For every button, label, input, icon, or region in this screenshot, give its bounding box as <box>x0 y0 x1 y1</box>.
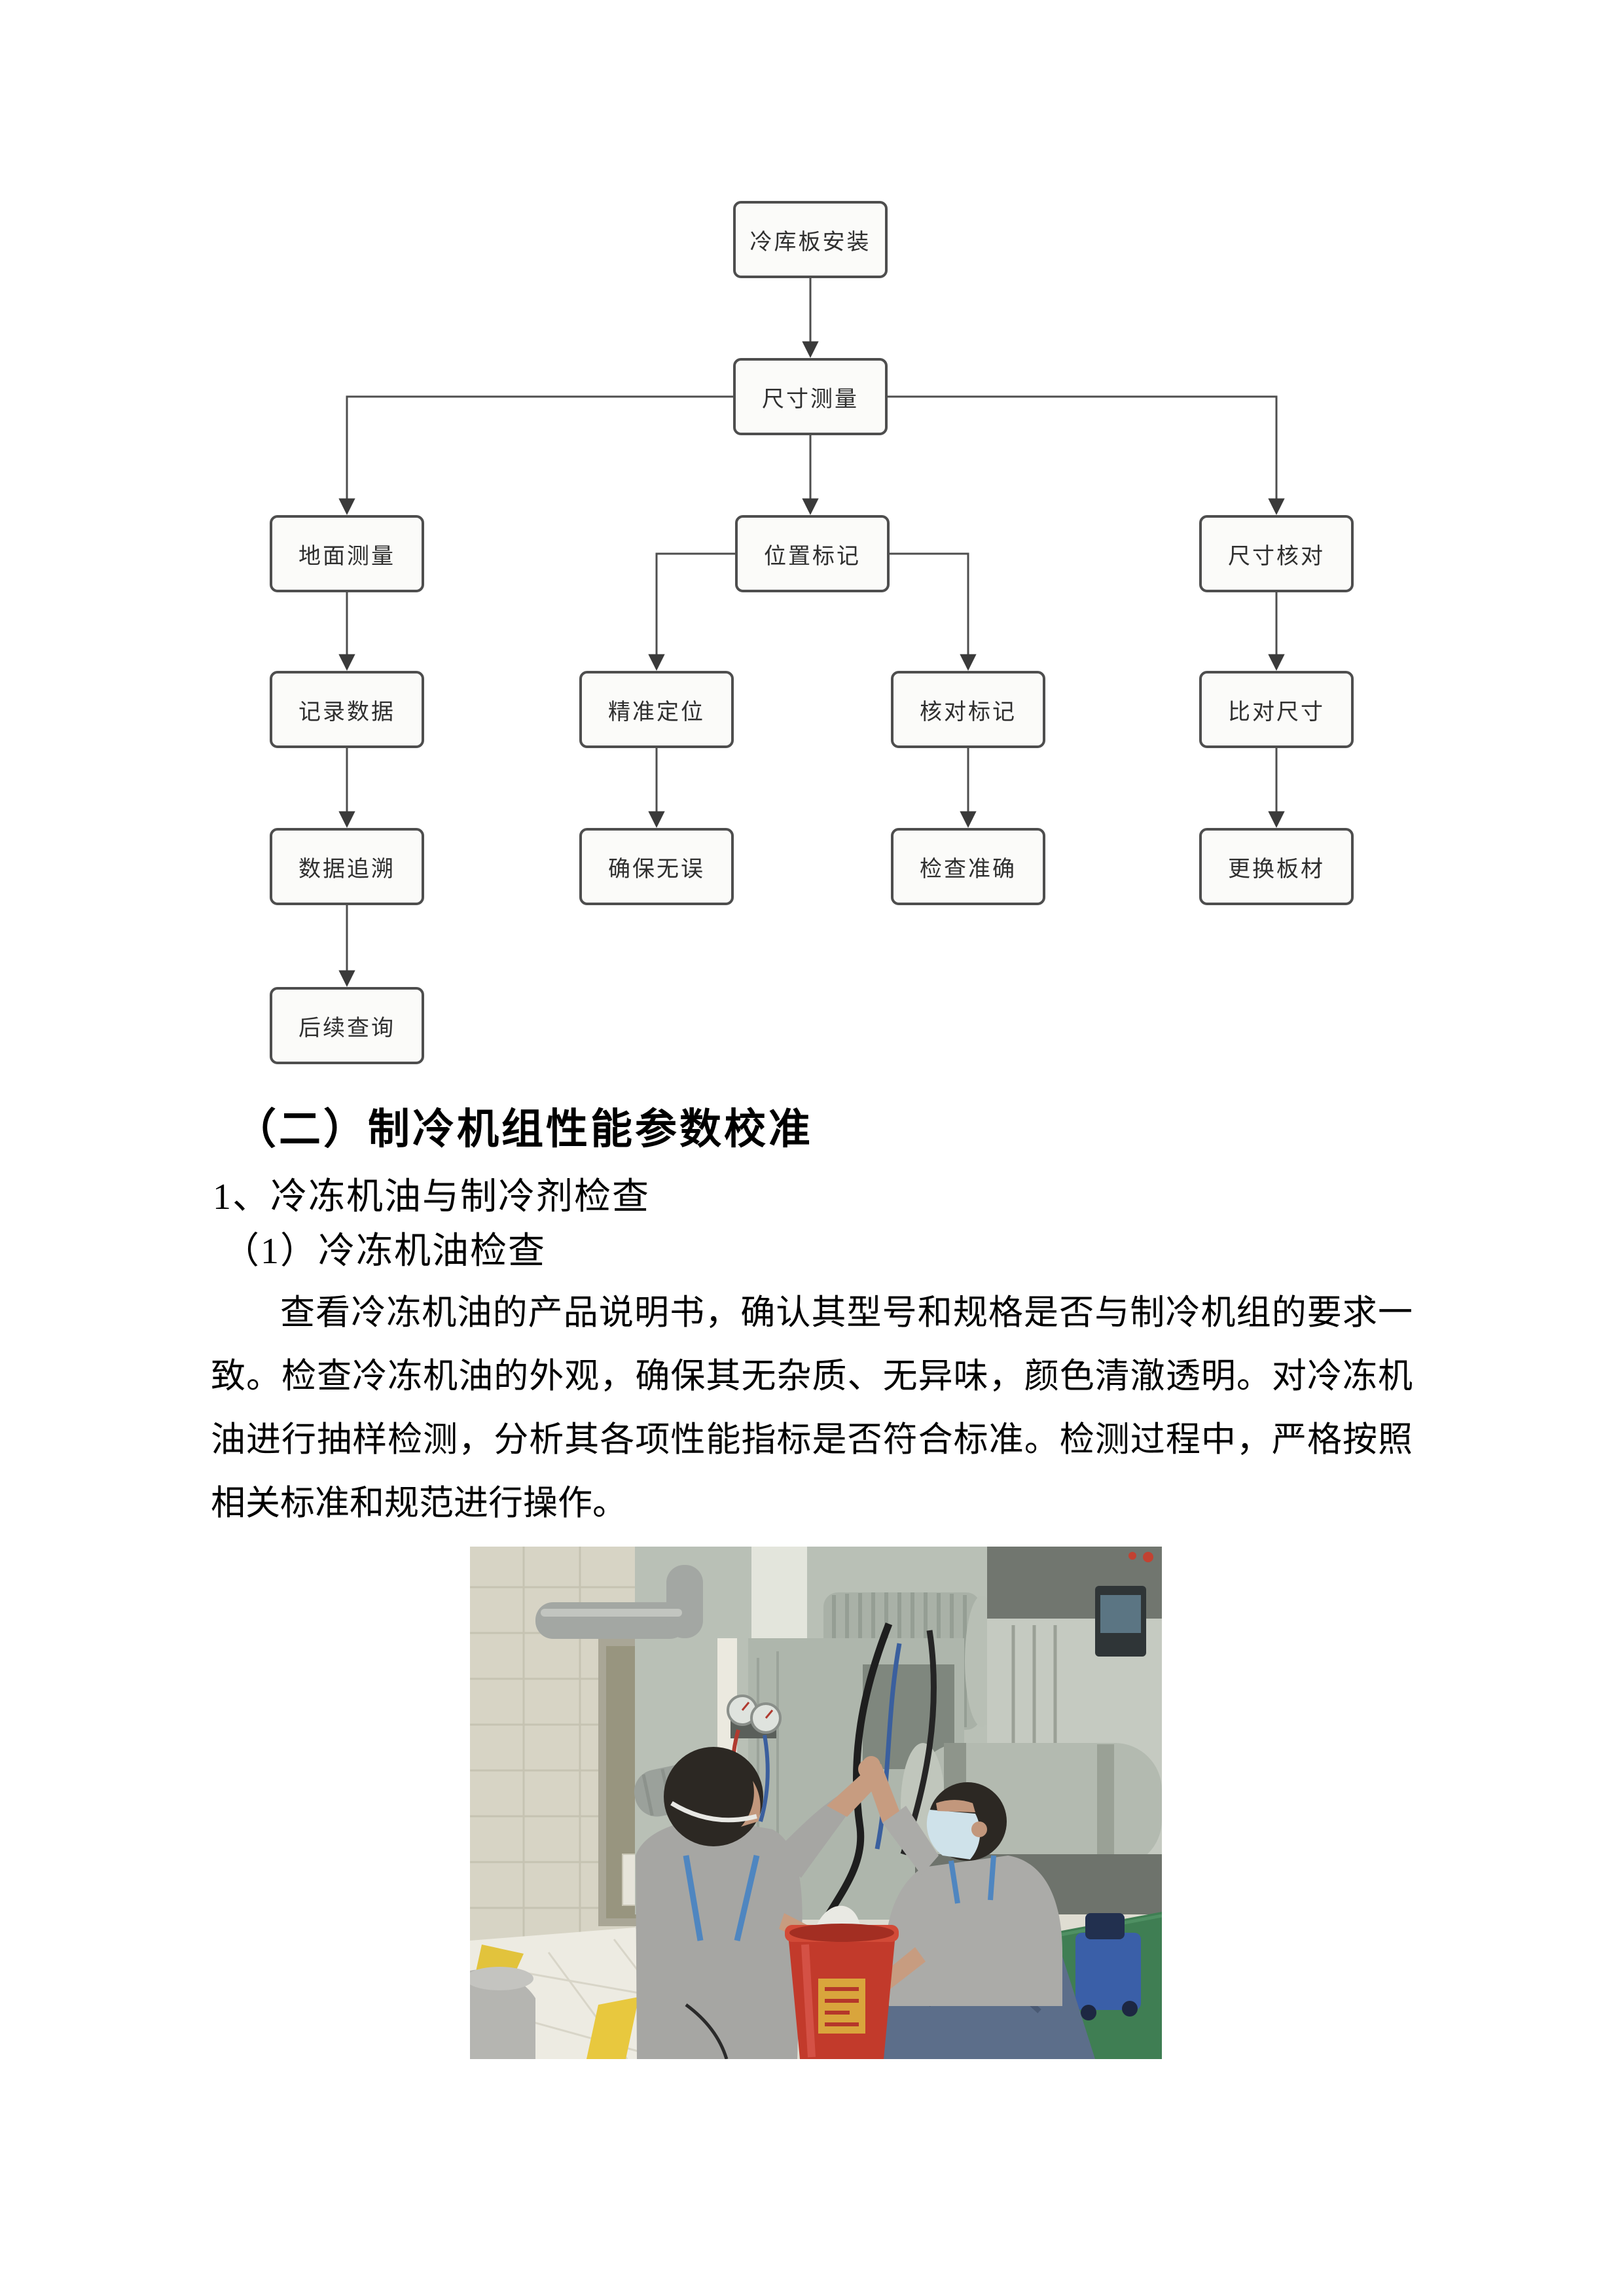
flowchart-node-checkacc: 检查准确 <box>891 828 1045 905</box>
subsubsection-item: （1）冷冻机油检查 <box>223 1231 546 1272</box>
paragraph-line: 油进行抽样检测，分析其各项性能指标是否符合标准。检测过程中，严格按照 <box>211 1421 1413 1459</box>
red-bucket <box>785 1924 899 2059</box>
subsection-item: 1、冷冻机油与制冷剂检查 <box>213 1177 650 1217</box>
flowchart-node-ensure: 确保无误 <box>579 828 734 905</box>
flowchart-node-ground: 地面测量 <box>270 515 424 592</box>
flowchart-node-measure: 尺寸测量 <box>733 358 888 435</box>
flowchart-node-sizecheck: 尺寸核对 <box>1199 515 1354 592</box>
worker-right <box>862 1756 1095 2059</box>
flowchart-node-install: 冷库板安装 <box>733 201 888 278</box>
flowchart-node-verify: 核对标记 <box>891 671 1045 748</box>
worksite-photo <box>470 1547 1162 2059</box>
flowchart-connectors <box>338 278 1285 987</box>
flowchart-node-trace: 数据追溯 <box>270 828 424 905</box>
flowchart-node-replace: 更换板材 <box>1199 828 1354 905</box>
flowchart-node-precise: 精准定位 <box>579 671 734 748</box>
flowchart-connector <box>338 395 733 515</box>
gray-tank <box>470 1967 535 2059</box>
paragraph-line: 相关标准和规范进行操作。 <box>211 1484 627 1522</box>
gauge-manifold <box>727 1695 782 1822</box>
body-paragraph: 查看冷冻机油的产品说明书，确认其型号和规格是否与制冷机组的要求一 致。检查冷冻机… <box>211 1282 1413 1535</box>
flowchart-node-mark: 位置标记 <box>735 515 890 592</box>
flowchart-node-compare: 比对尺寸 <box>1199 671 1354 748</box>
flowchart-connector <box>890 552 977 671</box>
paragraph-line: 致。检查冷冻机油的外观，确保其无杂质、无异味，颜色清澈透明。对冷冻机 <box>211 1357 1413 1395</box>
section-heading: （二）制冷机组性能参数校准 <box>234 1106 813 1153</box>
flowchart-node-record: 记录数据 <box>270 671 424 748</box>
flowchart-node-query: 后续查询 <box>270 987 424 1064</box>
installation-flowchart: 冷库板安装尺寸测量地面测量 位置标记 尺寸核对记录数据 精准定位 核对标记 比对尺寸数据追… <box>0 0 1624 1113</box>
floor-cable <box>685 2003 729 2059</box>
flowchart-connector <box>648 552 735 671</box>
paragraph-line: 查看冷冻机油的产品说明书，确认其型号和规格是否与制冷机组的要求一 <box>280 1294 1413 1332</box>
flowchart-connector <box>888 395 1285 515</box>
